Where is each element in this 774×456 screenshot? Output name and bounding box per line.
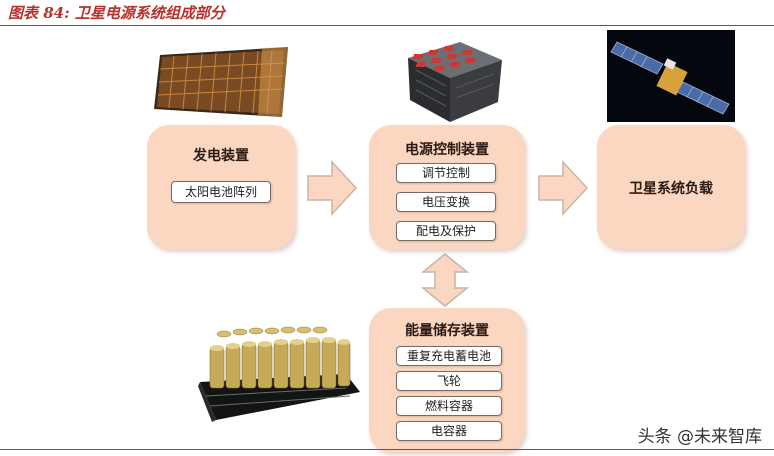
arrow-control-to-load — [538, 160, 589, 216]
energy-storage-title: 能量储存装置 — [405, 323, 489, 339]
satellite-load-title: 卫星系统负载 — [629, 181, 713, 197]
power-control-box: 电源控制装置 调节控制 电压变换 配电及保护 — [369, 125, 525, 249]
power-control-item-regulation: 调节控制 — [396, 163, 496, 183]
satellite-image — [607, 30, 735, 122]
battery-pack-image — [198, 326, 360, 422]
arrow-control-storage-bidirectional — [420, 253, 470, 307]
satellite-load-box: 卫星系统负载 — [597, 125, 745, 249]
source-watermark: 头条 @未来智库 — [637, 427, 762, 447]
power-unit-image — [408, 42, 502, 122]
solar-panel-image — [154, 47, 288, 117]
power-control-item-distribution-protection: 配电及保护 — [396, 221, 496, 241]
arrow-generator-to-control — [307, 160, 358, 216]
power-control-item-voltage-conversion: 电压变换 — [396, 192, 496, 212]
storage-item-rechargeable-battery: 重复充电蓄电池 — [396, 346, 502, 366]
storage-item-capacitor: 电容器 — [396, 421, 502, 441]
generator-box: 发电装置 太阳电池阵列 — [147, 125, 295, 249]
generator-title: 发电装置 — [193, 148, 249, 164]
generator-item-solar-array: 太阳电池阵列 — [171, 181, 271, 203]
figure-title: 图表 84: 卫星电源系统组成部分 — [8, 4, 225, 22]
storage-item-flywheel: 飞轮 — [396, 371, 502, 391]
storage-item-fuel-container: 燃料容器 — [396, 396, 502, 416]
bottom-divider — [0, 449, 774, 450]
energy-storage-box: 能量储存装置 重复充电蓄电池 飞轮 燃料容器 电容器 — [369, 308, 525, 452]
power-control-title: 电源控制装置 — [405, 142, 489, 158]
title-divider — [0, 25, 774, 26]
